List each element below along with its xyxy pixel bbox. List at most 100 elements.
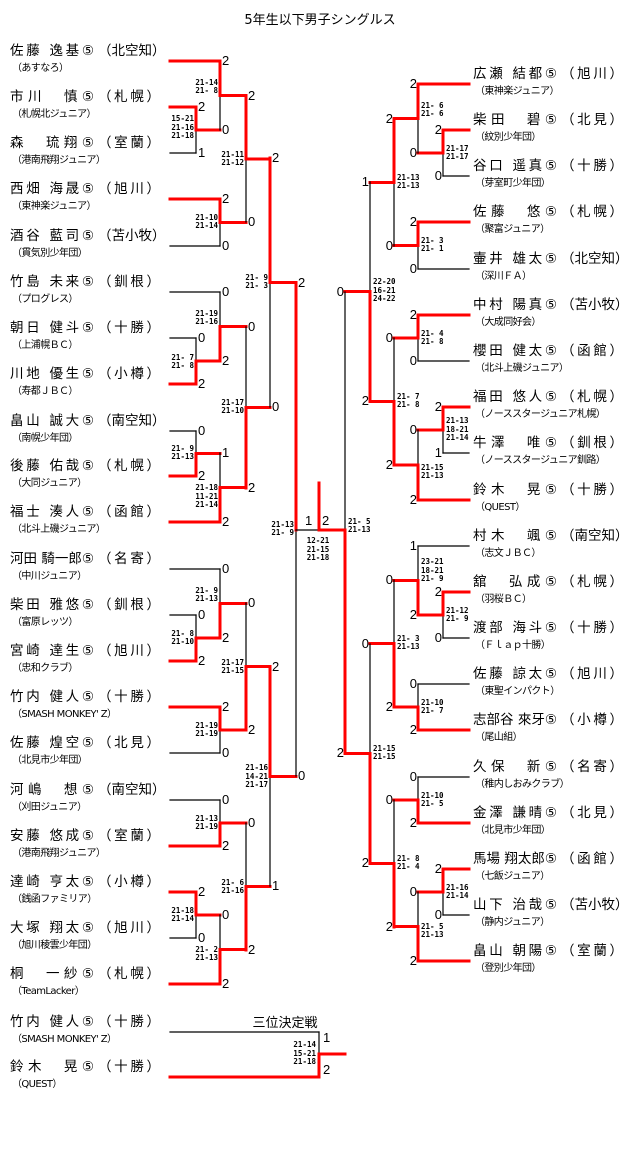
player-name: 河田 騎一郎⑤ bbox=[10, 551, 94, 567]
games-won: 2 bbox=[272, 659, 280, 674]
player-name-row: 谷口 遥真⑤（十勝） bbox=[473, 158, 623, 175]
player-name: 佐藤 諒太⑤ bbox=[473, 666, 557, 682]
game-score: 21-17 bbox=[245, 780, 268, 790]
game-score: 21-17 bbox=[221, 397, 244, 407]
game-score: 21-16 bbox=[446, 882, 469, 892]
game-score: 21-18 bbox=[171, 905, 194, 915]
games-won: 0 bbox=[222, 792, 230, 807]
game-score: 21- 2 bbox=[195, 944, 218, 954]
game-score: 21- 6 bbox=[421, 100, 444, 110]
player-prefecture: （釧根） bbox=[98, 274, 160, 290]
games-won: 2 bbox=[409, 722, 417, 737]
player-name: 牛澤 唯⑤ bbox=[473, 435, 557, 451]
games-won: 0 bbox=[222, 284, 230, 299]
game-score: 21-14 bbox=[293, 1040, 316, 1050]
game-score: 22-20 bbox=[373, 277, 396, 287]
game-score: 24-22 bbox=[373, 294, 396, 304]
games-won: 2 bbox=[222, 53, 230, 68]
player-name: 大塚 翔太⑤ bbox=[10, 920, 94, 936]
games-won: 0 bbox=[198, 930, 206, 945]
games-won: 2 bbox=[434, 399, 442, 414]
games-won: 2 bbox=[385, 699, 393, 714]
player-name: 酒谷 藍司⑤ bbox=[10, 228, 94, 244]
player-club: （ノーススタージュニア札幌） bbox=[475, 409, 606, 420]
player-prefecture: （北見） bbox=[98, 735, 160, 751]
player-name-row: 西畑 海晟⑤（旭川） bbox=[10, 181, 160, 198]
player-prefecture: （札幌） bbox=[98, 966, 160, 982]
player-name: 久保 新⑤ bbox=[473, 759, 557, 775]
player-name: 市川 慎⑤ bbox=[10, 89, 94, 105]
player-club: （東神楽ジュニア） bbox=[475, 86, 560, 97]
player-prefecture: （十勝） bbox=[98, 689, 160, 705]
player-prefecture: （南空知） bbox=[561, 528, 629, 544]
games-won: 0 bbox=[434, 907, 442, 922]
games-won: 2 bbox=[322, 513, 330, 528]
game-score: 21-18 bbox=[306, 553, 330, 562]
games-won: 2 bbox=[222, 191, 230, 206]
game-score: 21-13 bbox=[446, 416, 469, 426]
player-prefecture: （札幌） bbox=[98, 89, 160, 105]
player-name-row: 佐藤 諒太⑤（旭川） bbox=[473, 666, 623, 683]
games-won: 2 bbox=[361, 855, 369, 870]
player-prefecture: （名寄） bbox=[98, 551, 160, 567]
player-name-row: 牛澤 唯⑤（釧根） bbox=[473, 435, 623, 452]
player-name-row: 馬場 翔太郎⑤（函館） bbox=[473, 851, 623, 868]
games-won: 0 bbox=[409, 769, 417, 784]
games-won: 2 bbox=[385, 919, 393, 934]
player-name: 谷口 遥真⑤ bbox=[473, 158, 557, 174]
player-prefecture: （室蘭） bbox=[98, 828, 160, 844]
player-name-row: 福士 湊人⑤（函館） bbox=[10, 504, 160, 521]
player-name-row: 金澤 謙晴⑤（北見） bbox=[473, 805, 623, 822]
player-club: （寿都ＪＢＣ） bbox=[12, 386, 78, 397]
player-name-row: 柴田 碧⑤（北見） bbox=[473, 112, 623, 129]
games-won: 2 bbox=[222, 630, 230, 645]
games-won: 0 bbox=[222, 238, 230, 253]
player-name: 渡部 海斗⑤ bbox=[473, 620, 557, 636]
player-name-row: 市川 慎⑤（札幌） bbox=[10, 89, 160, 106]
games-won: 2 bbox=[248, 722, 256, 737]
player-club: （聚富ジュニア） bbox=[475, 224, 550, 235]
games-won: 2 bbox=[198, 376, 206, 391]
player-name-row: 舘 弘成⑤（札幌） bbox=[473, 574, 623, 591]
game-score: 21-11 bbox=[221, 149, 244, 159]
player-prefecture: （北空知） bbox=[561, 251, 629, 267]
player-name: 後藤 佑哉⑤ bbox=[10, 458, 94, 474]
games-won: 2 bbox=[434, 861, 442, 876]
game-score: 21-19 bbox=[195, 822, 218, 831]
player-prefecture: （旭川） bbox=[98, 181, 160, 197]
player-name: 朝日 健斗⑤ bbox=[10, 320, 94, 336]
game-score: 21- 7 bbox=[421, 706, 444, 715]
game-score: 21- 5 bbox=[421, 921, 444, 931]
games-won: 0 bbox=[198, 607, 206, 622]
player-name-row: 佐藤 逸基⑤（北空知） bbox=[10, 43, 166, 60]
player-club: （札幌北ジュニア） bbox=[12, 109, 97, 120]
player-name: 達崎 亨太⑤ bbox=[10, 874, 94, 890]
third-place-title: 三位決定戦 bbox=[252, 1016, 318, 1031]
game-score: 12-21 bbox=[306, 536, 330, 545]
player-name: 畠山 誠大⑤ bbox=[10, 413, 94, 429]
games-won: 2 bbox=[198, 468, 206, 483]
player-prefecture: （旭川） bbox=[98, 643, 160, 659]
game-score: 21- 8 bbox=[397, 853, 420, 863]
player-club: （TeamLacker） bbox=[12, 986, 85, 997]
game-score: 21-16 bbox=[171, 122, 194, 132]
player-prefecture: （旭川） bbox=[561, 666, 623, 682]
games-won: 2 bbox=[198, 884, 206, 899]
game-score: 21-10 bbox=[421, 790, 444, 800]
game-score: 21- 8 bbox=[397, 400, 420, 409]
game-score: 21-13 bbox=[397, 642, 420, 651]
game-score: 21- 5 bbox=[348, 516, 371, 526]
player-prefecture: （室蘭） bbox=[98, 135, 160, 151]
games-won: 1 bbox=[361, 174, 369, 189]
games-won: 2 bbox=[336, 745, 344, 760]
game-score: 16-21 bbox=[373, 285, 396, 295]
